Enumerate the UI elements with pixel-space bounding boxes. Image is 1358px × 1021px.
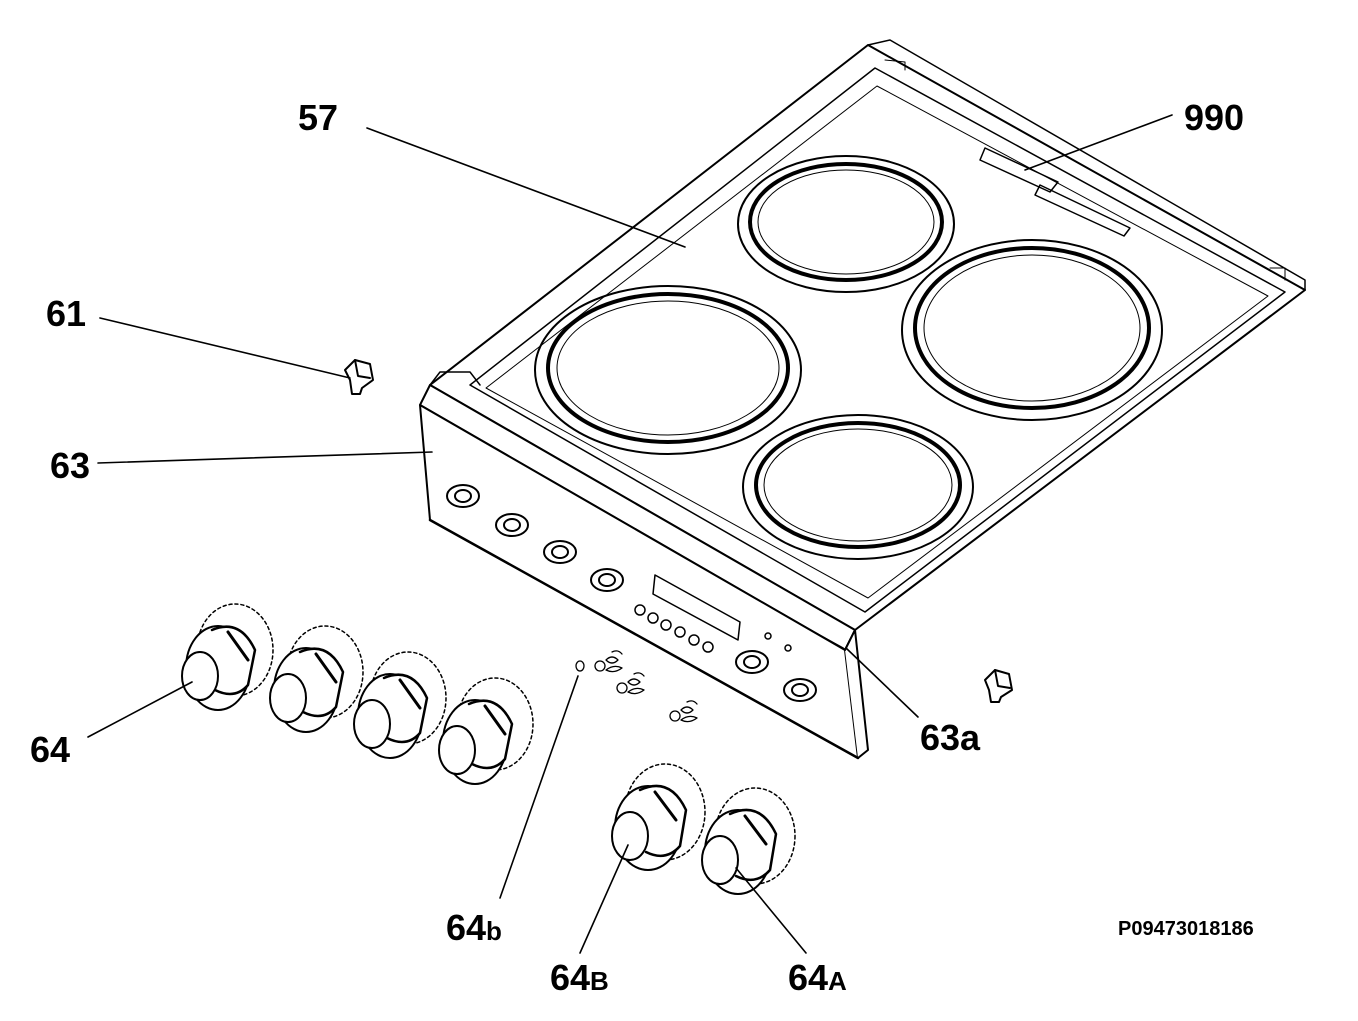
callout-64-text: 64 — [30, 729, 71, 770]
callout-64b-sub: b — [486, 916, 502, 946]
clip-right — [984, 669, 1013, 703]
knob-set-64 — [181, 603, 534, 785]
leader-64B — [579, 844, 629, 954]
callout-64b-main: 64 — [446, 907, 487, 948]
callout-64A: 64A — [788, 960, 847, 996]
leader-63 — [97, 451, 433, 464]
callout-63-text: 63 — [50, 445, 91, 486]
callout-63a: 63a — [920, 720, 980, 756]
callout-64B-main: 64 — [550, 957, 591, 998]
callout-64: 64 — [30, 732, 70, 768]
callout-57-text: 57 — [298, 97, 339, 138]
leader-990 — [1024, 114, 1173, 171]
leader-64 — [87, 681, 193, 738]
leader-64A — [735, 867, 807, 954]
callout-990-text: 990 — [1184, 97, 1245, 138]
leader-64b — [499, 675, 579, 899]
clip-61 — [344, 359, 374, 395]
callout-57: 57 — [298, 100, 338, 136]
spring-clips-64b — [575, 650, 698, 723]
callout-63: 63 — [50, 448, 90, 484]
control-panel-63 — [419, 384, 869, 760]
callout-64A-sub: A — [828, 966, 847, 996]
callout-61-text: 61 — [46, 293, 87, 334]
callout-63a-text: 63a — [920, 717, 981, 758]
reference-code: P09473018186 — [1118, 918, 1254, 940]
callout-64B-sub: B — [590, 966, 609, 996]
leader-63a — [845, 647, 919, 718]
callout-990: 990 — [1184, 100, 1244, 136]
leader-61 — [99, 317, 351, 379]
callout-64b: 64b — [446, 910, 502, 946]
knob-64B — [611, 763, 706, 871]
callout-64B: 64B — [550, 960, 609, 996]
leader-57 — [366, 127, 686, 248]
callout-64A-main: 64 — [788, 957, 829, 998]
knob-64A — [701, 787, 796, 895]
leader-lines — [87, 114, 1173, 954]
cooking-zones — [534, 155, 1163, 560]
callout-61: 61 — [46, 296, 86, 332]
